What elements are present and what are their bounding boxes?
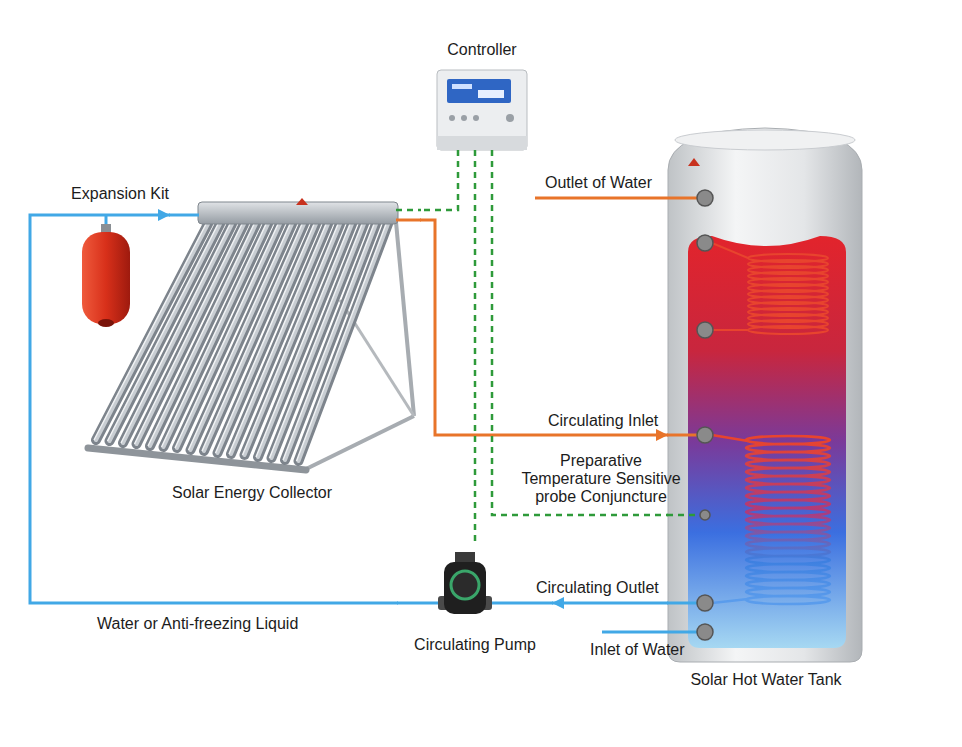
sensor-wire (474, 150, 477, 545)
coil-turn (746, 596, 830, 604)
pipe-label: Water or Anti-freezing Liquid (97, 614, 298, 634)
solar-collector: Solar Energy Collector (170, 200, 420, 505)
inlet-pipe (602, 631, 698, 634)
circulating-pump: Circulating Pump (398, 545, 552, 657)
label-holder: Water or Anti-freezing Liquid (97, 614, 298, 634)
node-label: Solar Hot Water Tank (690, 670, 841, 690)
tube-glass (96, 224, 388, 461)
pipe-label: Circulating Outlet (536, 578, 659, 598)
pump-motor (451, 571, 479, 599)
tank-water (688, 236, 846, 648)
controller-button (506, 114, 514, 122)
coil-pipe (712, 243, 748, 258)
pump-art (397, 552, 553, 614)
tube-highlight (94, 224, 386, 461)
controller-button (461, 115, 467, 121)
tank-art (535, 128, 862, 662)
hot-pipe (420, 220, 668, 435)
wire-stub (396, 209, 421, 212)
fitting (697, 427, 713, 443)
pipe-stub (667, 602, 698, 605)
callout-label: Inlet of Water (590, 640, 685, 660)
callout-label: Outlet of Water (545, 173, 652, 193)
pipe-stub (396, 219, 421, 222)
vessel-foot (98, 319, 114, 327)
controller-base (437, 136, 527, 150)
tube-body (96, 224, 388, 461)
fitting (697, 235, 713, 251)
screen-segment (478, 90, 504, 98)
controller-unit-art (437, 70, 527, 150)
pipe-stub (667, 434, 698, 437)
upper-coil (712, 243, 828, 334)
lower-coil (712, 435, 830, 604)
coil-pipe (712, 435, 748, 441)
expansion-kit: Expansion Kit (58, 182, 182, 332)
controller-unit: Controller (432, 38, 532, 150)
brand-logo (688, 158, 700, 166)
controller-screen (447, 79, 511, 103)
fitting (697, 624, 713, 640)
node-label: Circulating Pump (414, 635, 536, 655)
pump-terminal (455, 552, 475, 562)
tank-lid (675, 130, 855, 150)
sensor-wire (420, 150, 458, 210)
pump-body (444, 562, 486, 614)
expansion-vessel (82, 216, 130, 327)
fitting (697, 322, 713, 338)
fitting (697, 190, 713, 206)
controller-button (449, 115, 455, 121)
collector-header (198, 202, 398, 224)
wire-stub (667, 514, 700, 517)
tank-fittings (697, 190, 713, 640)
node-label: Solar Energy Collector (172, 483, 332, 503)
brand-logo (296, 198, 308, 205)
label-holder: Preparative Temperature Sensitive probe … (515, 452, 687, 506)
label-holder: Inlet of Water (590, 640, 685, 660)
label-holder: Circulating Outlet (536, 578, 659, 598)
fitting (697, 595, 713, 611)
sensor-port (700, 510, 710, 520)
coil-pipe (712, 599, 748, 603)
controller-button (473, 115, 479, 121)
frame-rail (304, 416, 414, 470)
return-pipe (552, 602, 668, 605)
tank-shell (668, 128, 862, 662)
node-label: Controller (447, 40, 516, 60)
frame-leg (396, 222, 414, 416)
pipe-stub (169, 214, 199, 217)
coil-turn (748, 326, 828, 334)
hot-water-tank: Solar Hot Water Tank (668, 130, 864, 692)
node-label: Expansion Kit (71, 184, 169, 204)
label-holder: Circulating Inlet (548, 411, 658, 431)
outlet-pipe (535, 197, 698, 200)
return-pipe (30, 215, 398, 603)
callout-label: Preparative Temperature Sensitive probe … (515, 452, 687, 506)
label-holder: Outlet of Water (545, 173, 652, 193)
controller-case (437, 70, 527, 150)
pipe-label: Circulating Inlet (548, 411, 658, 431)
screen-segment (452, 84, 472, 89)
coil-pipe (712, 329, 748, 331)
collector-frame (88, 222, 414, 470)
vessel-body (82, 232, 130, 324)
vacuum-tubes (94, 224, 388, 461)
